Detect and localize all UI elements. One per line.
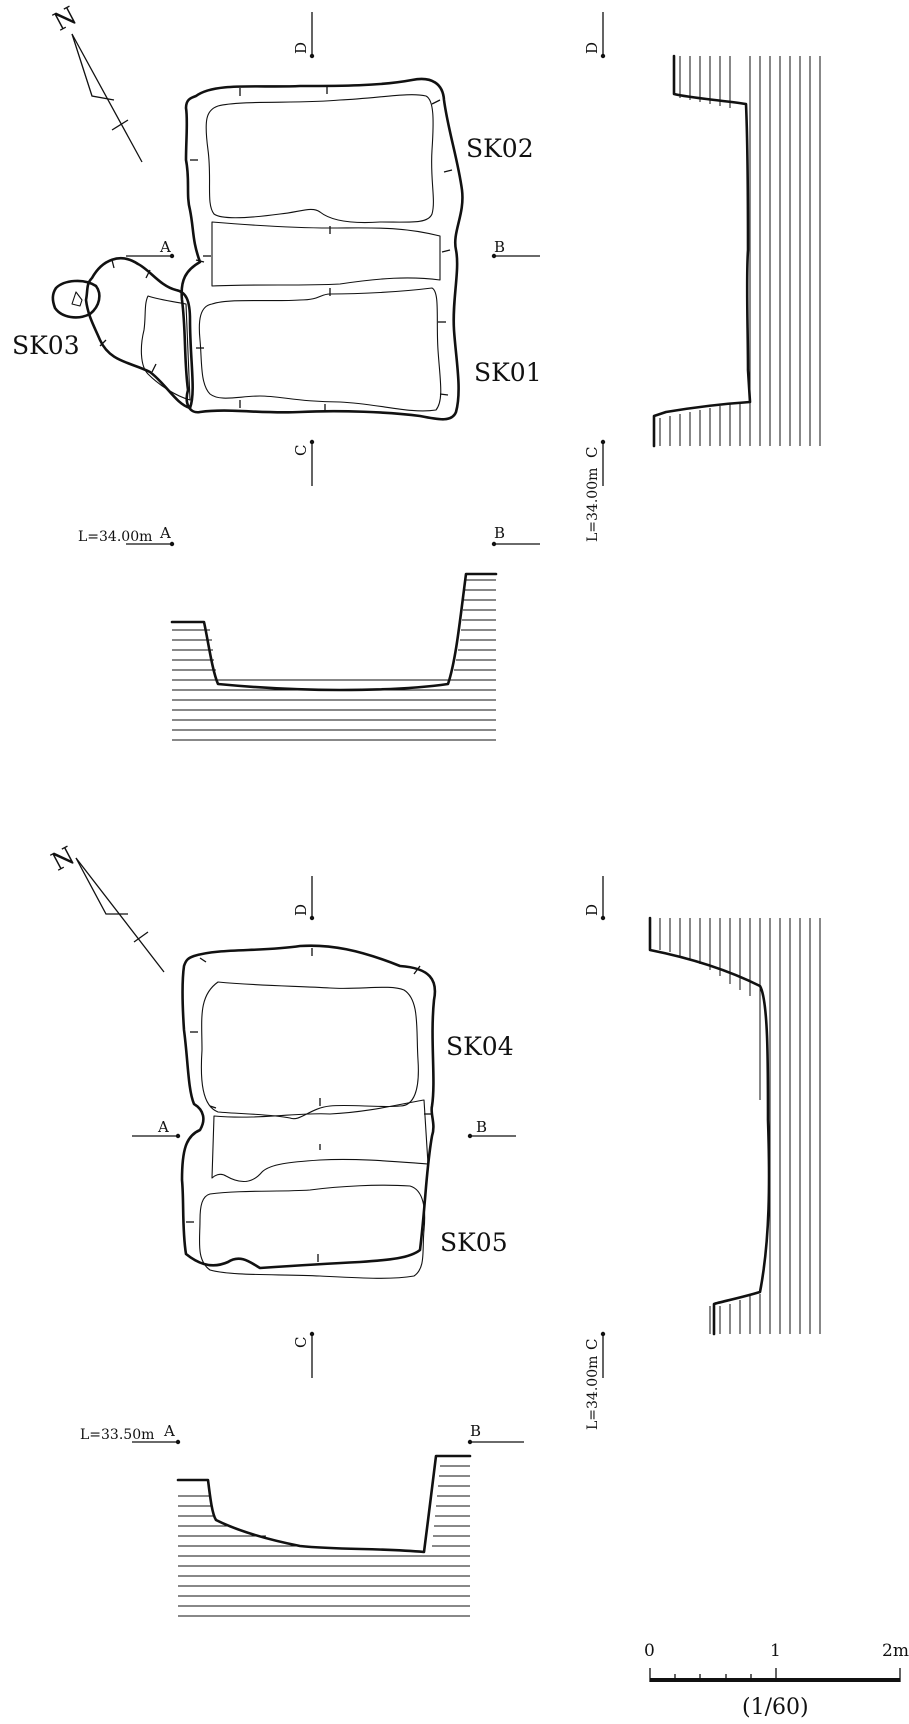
sk03-small-pit-inner bbox=[71, 291, 83, 307]
upper-figure: N bbox=[12, 1, 821, 741]
section-ab-hatching bbox=[172, 579, 496, 741]
section-ab-profile-lower: L=33.50m A B bbox=[80, 1422, 524, 1617]
north-arrow-icon-lower: N bbox=[47, 841, 165, 973]
svg-text:C: C bbox=[292, 1337, 310, 1348]
sk03-ticks bbox=[99, 259, 157, 373]
svg-text:A: A bbox=[159, 238, 171, 256]
north-label: N bbox=[49, 1, 82, 37]
section-cd-hatching bbox=[659, 56, 821, 446]
section-cd-profile: D C L=34.00m bbox=[583, 12, 821, 542]
pit-label-sk01: SK01 bbox=[474, 358, 542, 387]
section-cd-profile-line bbox=[652, 54, 752, 448]
svg-text:B: B bbox=[470, 1422, 481, 1440]
lower-figure: N SK04 SK05 bbox=[47, 841, 821, 1617]
scale-bar: 0 1 2m (1/60) bbox=[644, 1641, 909, 1720]
scale-ratio: (1/60) bbox=[742, 1695, 809, 1720]
sk02-inner-floor bbox=[205, 94, 434, 224]
svg-text:C: C bbox=[292, 445, 310, 456]
sk01-sk02-outline bbox=[180, 77, 464, 421]
outline-ticks-lower bbox=[186, 948, 432, 1262]
section-marker-b: B bbox=[491, 238, 540, 259]
middle-earth-bridge-lower bbox=[211, 1099, 429, 1183]
scale-tick-0: 0 bbox=[644, 1641, 655, 1661]
svg-text:D: D bbox=[583, 42, 601, 54]
section-ab-hatching-lower bbox=[178, 1465, 470, 1617]
svg-text:B: B bbox=[494, 524, 505, 542]
scale-bar-rule bbox=[650, 1678, 900, 1682]
svg-text:B: B bbox=[494, 238, 505, 256]
middle-earth-bridge bbox=[211, 221, 441, 287]
section-marker-a-lower: A bbox=[132, 1118, 181, 1139]
level-label-ab: L=34.00m bbox=[78, 529, 152, 545]
section-marker-b-lower: B bbox=[467, 1118, 516, 1139]
section-ab-profile: L=34.00m A B bbox=[78, 524, 540, 741]
sk05-inner-floor bbox=[198, 1184, 426, 1279]
level-label-cd: L=34.00m bbox=[585, 468, 601, 542]
sk01-inner-floor bbox=[198, 287, 442, 412]
svg-text:D: D bbox=[583, 904, 601, 916]
sk04-sk05-outline bbox=[180, 944, 437, 1270]
section-marker-a: A bbox=[126, 238, 175, 259]
svg-text:D: D bbox=[292, 42, 310, 54]
scale-tick-1: 1 bbox=[770, 1641, 781, 1661]
level-label-ab-lower: L=33.50m bbox=[80, 1427, 154, 1443]
section-marker-d-lower: D bbox=[292, 876, 315, 921]
svg-text:C: C bbox=[583, 1339, 601, 1350]
north-arrow-icon: N bbox=[49, 1, 143, 163]
svg-text:B: B bbox=[476, 1118, 487, 1136]
pit-label-sk03: SK03 bbox=[12, 331, 80, 360]
section-cd-hatching-lower bbox=[659, 918, 821, 1334]
scale-tick-2m: 2m bbox=[882, 1641, 909, 1661]
sk03-small-pit bbox=[51, 279, 101, 319]
svg-text:D: D bbox=[292, 904, 310, 916]
outline-ticks bbox=[190, 86, 453, 412]
svg-text:A: A bbox=[157, 1118, 169, 1136]
section-ab-profile-line bbox=[170, 572, 498, 692]
north-label-lower: N bbox=[47, 841, 80, 877]
pit-label-sk04: SK04 bbox=[446, 1032, 514, 1061]
section-marker-d: D bbox=[292, 12, 315, 59]
pit-label-sk05: SK05 bbox=[440, 1228, 508, 1257]
section-marker-c-lower: C bbox=[292, 1331, 315, 1378]
svg-text:A: A bbox=[159, 524, 171, 542]
sk03-outline bbox=[84, 257, 194, 410]
section-cd-profile-lower: D C L=34.00m bbox=[583, 876, 821, 1430]
svg-text:A: A bbox=[163, 1422, 175, 1440]
sk04-inner-floor bbox=[200, 981, 419, 1120]
svg-text:C: C bbox=[583, 447, 601, 458]
section-cd-profile-line-lower bbox=[648, 916, 771, 1336]
section-marker-c: C bbox=[292, 439, 315, 486]
pit-label-sk02: SK02 bbox=[466, 134, 534, 163]
section-ab-profile-line-lower bbox=[176, 1454, 472, 1554]
level-label-cd-lower: L=34.00m bbox=[585, 1356, 601, 1430]
sk03-inner bbox=[140, 295, 191, 401]
